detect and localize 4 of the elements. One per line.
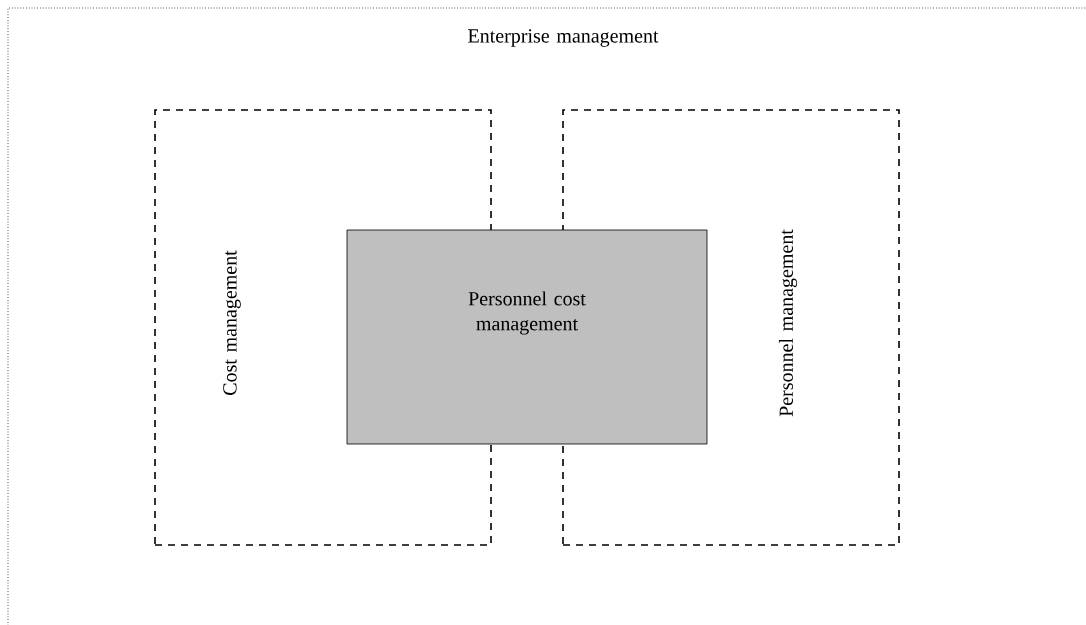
box-label: Enterprise management	[468, 29, 659, 47]
box-label: Personnel management	[778, 229, 798, 417]
box-label: Cost management	[223, 250, 241, 395]
box-label: Personnel cost management	[468, 291, 586, 335]
